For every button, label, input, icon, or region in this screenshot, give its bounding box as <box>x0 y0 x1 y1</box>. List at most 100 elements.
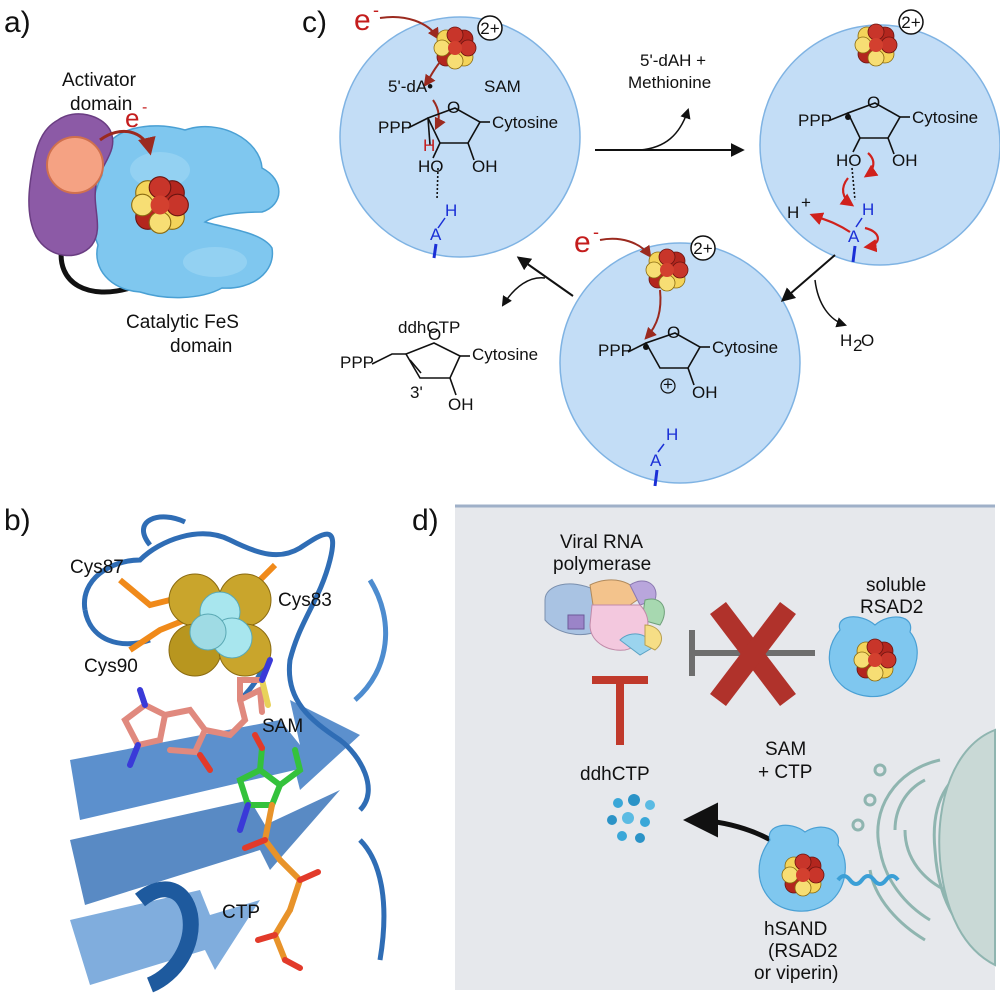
arrow-3-to-1 <box>516 256 574 297</box>
soluble-label-line1: soluble <box>866 575 926 596</box>
helix-bottom <box>135 881 199 993</box>
abstracted-hydrogen-c1: H <box>423 136 435 155</box>
ring-oxygen-c3: O <box>667 323 680 342</box>
charge-text-c1: 2+ <box>480 19 499 38</box>
water-label-sub: 2 <box>853 336 862 355</box>
cys87-label: Cys87 <box>70 557 124 578</box>
ribose-c1 <box>407 107 490 201</box>
cation-badge <box>660 378 676 394</box>
base-deprotonation-arrow <box>863 226 879 253</box>
panel-c: c) e - 2+ 5'-dA• SAM PP <box>302 0 1000 487</box>
electron-symbol-c1: e <box>354 4 371 37</box>
arrow-ddhctp-release <box>501 277 546 307</box>
fes-cluster-spheres <box>168 573 272 677</box>
charge-badge-c3 <box>690 235 716 261</box>
general-base-h-c1: H <box>445 201 457 220</box>
panel-b: b) <box>4 504 440 993</box>
linker-loop <box>58 244 131 295</box>
ribose-c2 <box>827 102 910 201</box>
arrow-2-to-3 <box>780 254 836 302</box>
loop-right-upper <box>353 578 389 702</box>
fes-cluster-hsand <box>781 853 825 897</box>
ring-oxygen-c2: O <box>867 93 880 112</box>
byproduct-line1: 5'-dAH + <box>640 51 706 70</box>
panel-d: d) Viral RNA polymerase soluble RSAD2 <box>412 504 996 990</box>
ctp-sticks <box>236 732 321 971</box>
fes-cluster-soluble <box>853 638 897 682</box>
catalytic-label-line2: domain <box>170 336 232 357</box>
ribose-c3 <box>627 332 710 386</box>
sam-label-c: SAM <box>484 77 521 96</box>
cytosine-label-ddhctp: Cytosine <box>472 345 538 364</box>
ddhctp-label-d: ddhCTP <box>580 764 650 785</box>
proton-charge: + <box>801 193 811 212</box>
electron-arrow-c3 <box>599 237 652 258</box>
ppp-label-c3: PPP <box>598 341 632 360</box>
panel-label-c: c) <box>302 6 327 39</box>
organelle <box>938 728 996 967</box>
charge-badge-c2 <box>898 9 924 35</box>
byproduct-line2: Methionine <box>628 73 711 92</box>
electron-symbol-c3: e <box>574 226 591 259</box>
fes-cluster-a <box>130 175 190 235</box>
panel-a: a) Activator domain e - Catalytic FeS do… <box>4 6 280 357</box>
sam-sticks <box>121 657 273 773</box>
cys83-label: Cys83 <box>278 590 332 611</box>
electron-charge-a: - <box>142 99 147 116</box>
electron-symbol-a: e <box>125 103 139 133</box>
electron-transfer-arrow-a <box>99 130 156 156</box>
hsand-label-line3: or viperin) <box>754 963 838 984</box>
general-base-a-c1: A <box>430 225 442 244</box>
hsand-label-line2: (RSAD2 <box>768 941 838 962</box>
cation-sign: + <box>663 375 673 394</box>
polymerase-label-line1: Viral RNA <box>560 532 643 553</box>
hydroxyl-ddhctp: OH <box>448 395 474 414</box>
deoxyadenosyl-radical-label: 5'-dA• <box>388 77 433 96</box>
loop-right-lower <box>358 838 387 961</box>
charge-badge-c1 <box>477 15 503 41</box>
electron-charge-c1: - <box>373 0 379 20</box>
catalytic-label-line1: Catalytic FeS <box>126 312 239 333</box>
arrow-water-release <box>814 279 847 328</box>
proton-release-arrow <box>809 212 851 233</box>
ddhctp-label-c: ddhCTP <box>398 318 460 337</box>
ddhctp-molecules <box>607 794 655 843</box>
ctp-label-b: CTP <box>222 902 260 923</box>
soluble-label-line2: RSAD2 <box>860 597 923 618</box>
cytosine-label-c3: Cytosine <box>712 338 778 357</box>
sam-cleavage-arrow <box>423 61 441 87</box>
fes-cluster-c3 <box>645 248 689 292</box>
electron-arrow-c1 <box>379 16 440 41</box>
beta-sheet-1 <box>70 700 360 820</box>
beta-sheet-2 <box>70 790 340 905</box>
hydroxyl-2-c1: OH <box>472 157 498 176</box>
three-prime-label: 3' <box>410 383 423 402</box>
elimination-arrow-1 <box>863 152 879 178</box>
hydroxyl-3-c2: HO <box>836 151 862 170</box>
state-circle-1 <box>339 16 581 258</box>
charge-text-c3: 2+ <box>693 239 712 258</box>
general-base-a-c2: A <box>848 227 860 246</box>
activator-label-line1: Activator <box>62 70 137 91</box>
beta-sheet-3 <box>70 890 260 985</box>
ring-oxygen-c1: O <box>447 98 460 117</box>
general-base-h-c2: H <box>862 200 874 219</box>
panel-label-a: a) <box>4 6 31 39</box>
elimination-arrow-2 <box>839 177 855 207</box>
substrates-line2: + CTP <box>758 762 812 783</box>
panel-label-b: b) <box>4 504 31 537</box>
cys90-label: Cys90 <box>84 656 138 677</box>
fes-cluster-c2 <box>854 23 898 67</box>
water-label-o: O <box>861 331 874 350</box>
membrane-anchor-helix <box>836 874 900 886</box>
charge-text-c2: 2+ <box>901 13 920 32</box>
hydroxyl-2-c3: OH <box>692 383 718 402</box>
activator-cluster <box>46 136 104 194</box>
water-label-h: H <box>840 331 852 350</box>
general-base-a-c3: A <box>650 451 662 470</box>
polymerase-label-line2: polymerase <box>553 554 651 575</box>
hydroxyl-2-c2: OH <box>892 151 918 170</box>
ddhctp-structure <box>371 342 470 396</box>
ring-oxygen-ddhctp: O <box>428 325 441 344</box>
